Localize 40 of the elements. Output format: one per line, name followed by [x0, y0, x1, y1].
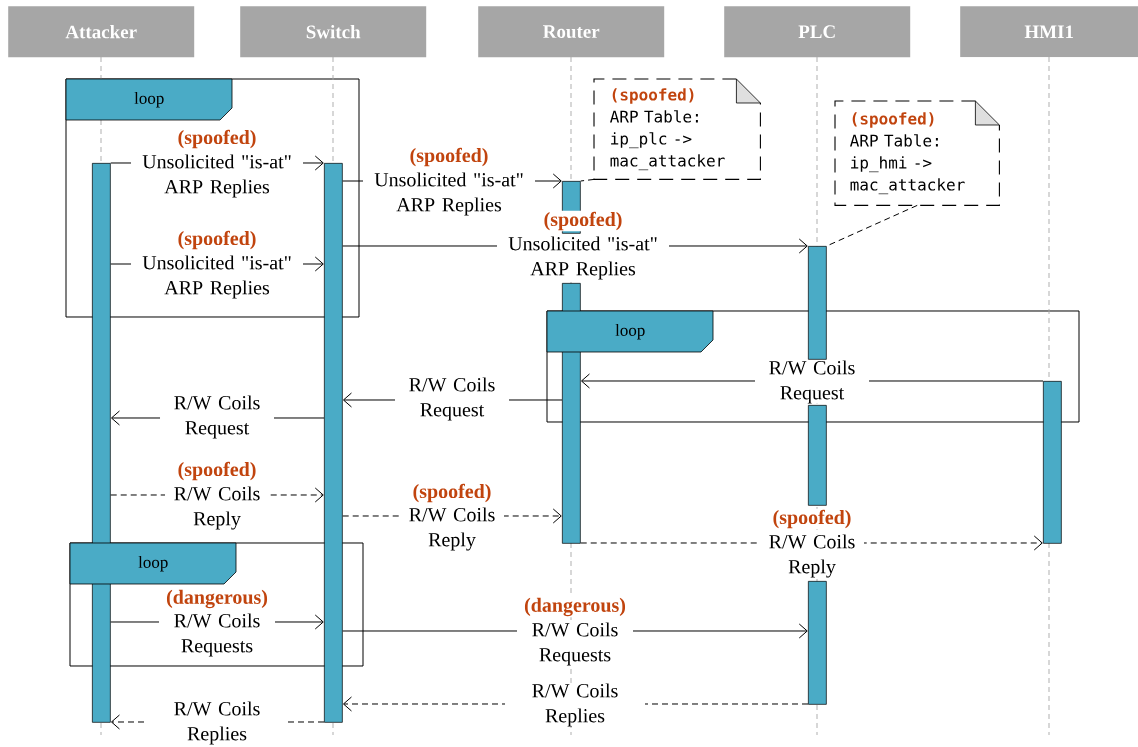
loop-tab: loop [69, 542, 237, 585]
participant-box: PLC [724, 6, 911, 58]
message-label: R/W Coils Reply [760, 534, 864, 578]
message-tag: (spoofed) [176, 128, 258, 150]
loop-tab: loop [65, 78, 233, 121]
note: (spoofed) ARP Table: ip_hmi -> mac_attacker [834, 100, 1000, 206]
participant-box: Router [478, 6, 665, 58]
message-label: R/W Coils Replies [505, 683, 645, 727]
message-label: R/W Coils Reply [165, 486, 269, 530]
message-tag: (spoofed) [176, 460, 258, 482]
activation-bar [808, 581, 827, 705]
activation-bar [92, 163, 111, 723]
message-label: Unsolicited "is-at" ARP Replies [131, 255, 303, 299]
message-tag: (dangerous) [523, 596, 627, 618]
message-label: R/W Coils Request [160, 395, 274, 439]
note: (spoofed) ARP Table: ip_plc -> mac_attacker [593, 78, 761, 180]
message-tag: (spoofed) [771, 508, 853, 530]
message-tag: (dangerous) [165, 588, 269, 610]
message-tag: (spoofed) [542, 210, 624, 232]
participant-box: HMI1 [960, 6, 1138, 58]
loop-tab: loop [546, 310, 714, 353]
message-label: Unsolicited "is-at" ARP Replies [497, 236, 669, 280]
participant-box: Attacker [8, 6, 195, 58]
message-tag: (spoofed) [411, 482, 493, 504]
note-connector [580, 178, 595, 182]
message-label: R/W Coils Request [395, 377, 509, 421]
message-label: R/W Coils Replies [147, 701, 287, 745]
message-label: Unsolicited "is-at" ARP Replies [131, 154, 303, 198]
activation-bar [808, 246, 827, 360]
activation-bar [808, 405, 827, 506]
message-tag: (spoofed) [176, 229, 258, 251]
message-label: R/W Coils Request [755, 360, 869, 404]
activation-bar [324, 163, 343, 723]
message-label: R/W Coils Requests [517, 622, 633, 666]
message-label: R/W Coils Reply [400, 507, 504, 551]
message-tag: (spoofed) [408, 146, 490, 168]
message-label: R/W Coils Requests [159, 613, 275, 657]
message-label: Unsolicited "is-at" ARP Replies [363, 172, 535, 216]
participant-box: Switch [240, 6, 427, 58]
activation-bar [1043, 381, 1062, 544]
